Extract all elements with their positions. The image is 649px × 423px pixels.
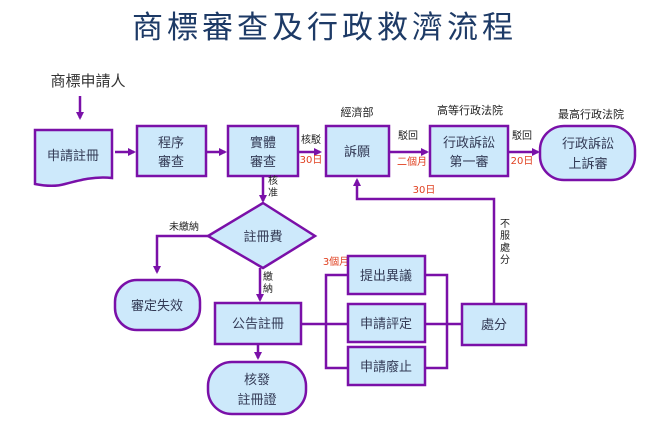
- node-label-line1: 行政訴訟: [443, 135, 495, 151]
- node-label: 審定失效: [131, 299, 183, 314]
- node-label: 訴願: [344, 144, 370, 160]
- label-dismissed-1-time: 二個月: [397, 155, 427, 168]
- node-issue-certificate[interactable]: 核發 註冊證: [208, 362, 306, 414]
- label-paid-1: 繳: [263, 270, 273, 283]
- node-registration-fee[interactable]: 註冊費: [208, 203, 315, 268]
- node-disposition[interactable]: 處分: [462, 304, 526, 345]
- node-opposition[interactable]: 提出異議: [348, 256, 425, 294]
- connector-actions-right-bus: [425, 275, 447, 368]
- node-apply-registration[interactable]: 申請註冊: [35, 130, 112, 186]
- label-appeal-time: 30日: [413, 185, 436, 196]
- label-approved-2: 准: [268, 187, 278, 199]
- label-dismissed-2-time: 20日: [511, 156, 534, 167]
- node-publish-registration[interactable]: 公告註冊: [215, 303, 301, 344]
- node-label: 申請註冊: [47, 149, 99, 164]
- label-three-months: 3個月: [323, 255, 349, 268]
- node-label-line2: 註冊證: [237, 392, 276, 408]
- label-rejected: 核駁: [301, 133, 321, 146]
- node-admin-litigation-appeal[interactable]: 行政訴訟 上訴審: [540, 126, 635, 180]
- label-dissatisfied-1: 不: [500, 219, 510, 230]
- label-dissatisfied-3: 處: [500, 241, 510, 254]
- label-rejected-time: 30日: [300, 155, 323, 166]
- node-substantive-review[interactable]: 實體 審查: [228, 126, 298, 176]
- arrow-fee-to-invalid: [157, 236, 208, 272]
- label-dismissed-1: 駁回: [398, 129, 418, 142]
- label-dissatisfied-2: 服: [500, 230, 510, 242]
- authority-high-admin-court: 高等行政法院: [437, 103, 503, 117]
- node-label-line2: 審查: [250, 155, 276, 170]
- authority-supreme-admin-court: 最高行政法院: [558, 107, 624, 121]
- node-label-line1: 程序: [158, 136, 184, 151]
- label-dismissed-2: 駁回: [512, 129, 532, 142]
- node-label-line2: 上訴審: [568, 156, 607, 172]
- applicant-label: 商標申請人: [50, 72, 125, 90]
- node-label: 申請評定: [360, 317, 412, 332]
- label-paid-2: 納: [263, 282, 273, 295]
- node-label: 申請廢止: [360, 360, 412, 375]
- node-label: 提出異議: [360, 268, 412, 284]
- node-label-line1: 核發: [244, 373, 270, 388]
- node-examination-invalid[interactable]: 審定失效: [115, 280, 200, 330]
- connector-actions-left-bus: [326, 275, 348, 368]
- label-not-paid: 未繳納: [169, 220, 199, 233]
- node-label-line1: 行政訴訟: [562, 136, 614, 152]
- node-revocation[interactable]: 申請廢止: [348, 347, 425, 385]
- node-label-line2: 第一審: [449, 155, 488, 170]
- node-formality-review[interactable]: 程序 審查: [137, 126, 206, 176]
- node-appeal[interactable]: 訴願: [326, 126, 389, 176]
- node-label-line2: 審查: [158, 155, 184, 170]
- node-label: 公告註冊: [232, 317, 284, 332]
- label-dissatisfied-4: 分: [500, 254, 510, 266]
- node-label: 處分: [481, 318, 507, 333]
- label-approved-1: 核: [268, 174, 278, 187]
- authority-moea: 經濟部: [341, 105, 374, 119]
- node-invalidation[interactable]: 申請評定: [348, 304, 425, 342]
- node-label-line1: 實體: [250, 135, 276, 151]
- node-label: 註冊費: [243, 230, 282, 245]
- node-admin-litigation-first[interactable]: 行政訴訟 第一審: [430, 126, 508, 176]
